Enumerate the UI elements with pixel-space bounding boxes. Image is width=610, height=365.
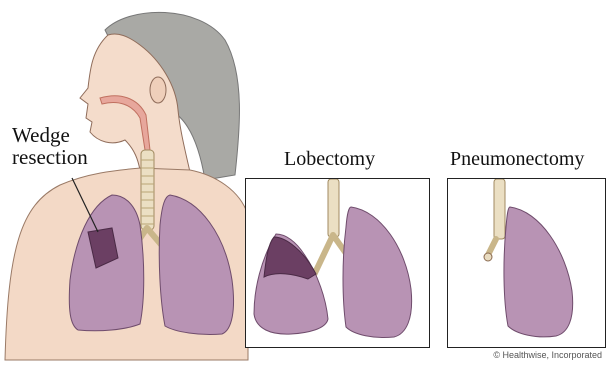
trachea <box>141 150 154 230</box>
wedge-label-line1: Wedge <box>12 124 88 146</box>
pneu-stump-end <box>484 253 492 261</box>
pneu-stump <box>488 239 496 255</box>
copyright-credit: © Healthwise, Incorporated <box>493 350 602 360</box>
lobe-cut-section <box>264 237 316 279</box>
lobe-right-lung <box>343 207 412 338</box>
ear <box>150 77 166 103</box>
lobectomy-panel <box>245 178 430 348</box>
lobe-trachea <box>328 179 339 237</box>
lobectomy-label: Lobectomy <box>284 149 375 170</box>
lobectomy-illustration <box>246 179 429 347</box>
wedge-label-line2: resection <box>12 146 88 168</box>
pneumonectomy-label: Pneumonectomy <box>450 149 584 170</box>
pneumonectomy-illustration <box>448 179 605 347</box>
pneu-remaining-lung <box>504 207 573 337</box>
pneumonectomy-panel <box>447 178 606 348</box>
wedge-resection-label: Wedge resection <box>12 124 88 168</box>
pneu-trachea <box>494 179 505 239</box>
